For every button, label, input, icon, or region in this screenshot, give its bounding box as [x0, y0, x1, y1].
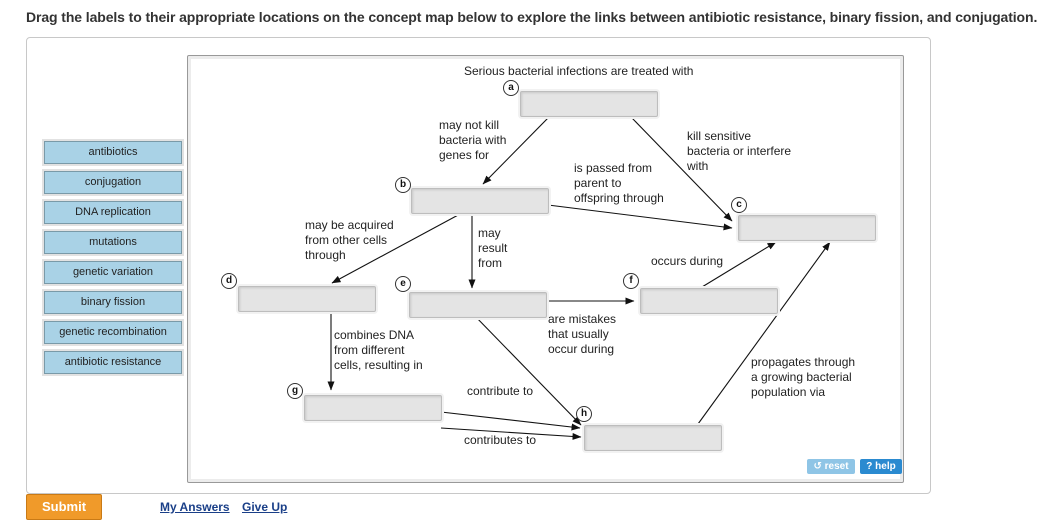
badge-h: h	[576, 406, 592, 422]
drop-target-e[interactable]	[409, 292, 547, 318]
reset-icon: ↺	[813, 461, 825, 472]
drop-target-d[interactable]	[238, 286, 376, 312]
give-up-link[interactable]: Give Up	[242, 500, 288, 514]
link-contributes-to: contributes to	[464, 433, 537, 447]
link-may-not-kill: may not kill bacteria with genes for	[439, 118, 507, 162]
drop-target-b[interactable]	[411, 188, 549, 214]
badge-g: g	[287, 383, 303, 399]
drop-target-c[interactable]	[738, 215, 876, 241]
link-combines: combines DNA from different cells, resul…	[334, 328, 423, 372]
submit-button[interactable]: Submit	[26, 494, 102, 520]
label-conjugation[interactable]: conjugation	[44, 171, 182, 194]
link-kill-sensitive: kill sensitive bacteria or interfere wit…	[687, 129, 792, 173]
label-binary-fission[interactable]: binary fission	[44, 291, 182, 314]
concept-map	[187, 55, 904, 483]
label-genetic-recombination[interactable]: genetic recombination	[44, 321, 182, 344]
badge-e: e	[395, 276, 411, 292]
link-mistakes: are mistakes that usually occur during	[548, 312, 617, 356]
label-antibiotic-resistance[interactable]: antibiotic resistance	[44, 351, 182, 374]
link-contribute-to: contribute to	[467, 384, 534, 398]
instructions: Drag the labels to their appropriate loc…	[26, 9, 1038, 25]
help-button[interactable]: ? help	[860, 459, 902, 474]
badge-a: a	[503, 80, 519, 96]
drop-target-a[interactable]	[520, 91, 658, 117]
badge-b: b	[395, 177, 411, 193]
link-occurs-during: occurs during	[651, 254, 724, 268]
label-antibiotics[interactable]: antibiotics	[44, 141, 182, 164]
badge-f: f	[623, 273, 639, 289]
badge-c: c	[731, 197, 747, 213]
drop-target-g[interactable]	[304, 395, 442, 421]
map-title: Serious bacterial infections are treated…	[464, 64, 694, 78]
label-mutations[interactable]: mutations	[44, 231, 182, 254]
link-acquired: may be acquired from other cells through	[305, 218, 394, 262]
link-may-result: may result from	[478, 226, 508, 270]
badge-d: d	[221, 273, 237, 289]
label-genetic-variation[interactable]: genetic variation	[44, 261, 182, 284]
my-answers-link[interactable]: My Answers	[160, 500, 230, 514]
link-propagates: propagates through a growing bacterial p…	[751, 355, 856, 399]
label-dna-replication[interactable]: DNA replication	[44, 201, 182, 224]
drop-target-h[interactable]	[584, 425, 722, 451]
reset-button[interactable]: ↺ reset	[807, 459, 855, 474]
drop-target-f[interactable]	[640, 288, 778, 314]
link-passed: is passed from parent to offspring throu…	[574, 161, 664, 205]
